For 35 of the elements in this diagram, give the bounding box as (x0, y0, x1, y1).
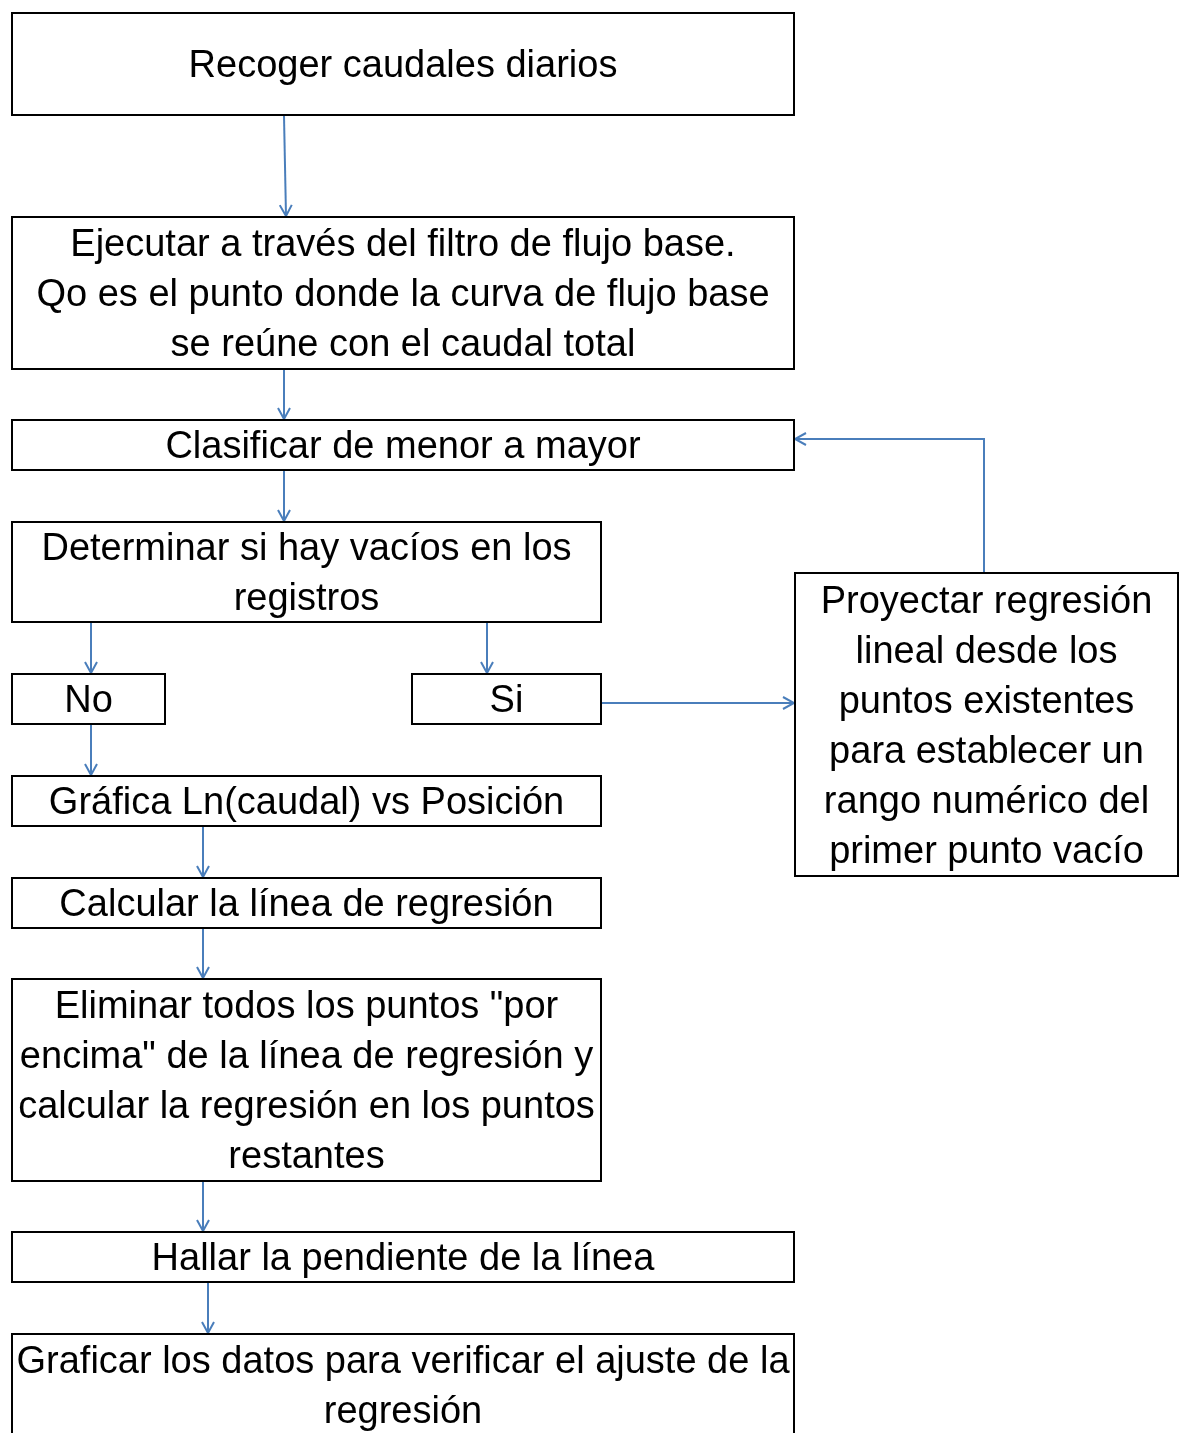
arrow (480, 622, 494, 674)
process-box (11, 673, 166, 725)
arrow (201, 1282, 215, 1334)
process-box (11, 216, 795, 370)
arrow (196, 826, 210, 878)
box-label: No (64, 677, 113, 722)
box-label: Clasificar de menor a mayor (165, 423, 641, 468)
arrow (601, 696, 795, 710)
arrow (794, 432, 985, 573)
box-label: Si (489, 677, 524, 722)
box-label: Hallar la pendiente de la línea (151, 1235, 655, 1280)
process-box (11, 521, 602, 623)
arrow (84, 622, 98, 674)
arrow (196, 928, 210, 979)
box-label: Calcular la línea de regresión (59, 881, 554, 926)
arrow (277, 470, 291, 522)
process-box (11, 12, 795, 116)
box-label: Determinar si hay vacíos en los registros (40, 525, 573, 620)
process-box (11, 1231, 795, 1283)
process-box (794, 572, 1179, 877)
arrow (84, 724, 98, 776)
arrow (277, 369, 291, 420)
arrow (278, 115, 293, 217)
box-label: Qo es el punto donde la curva de flujo base se reúne con el caudal total (35, 271, 771, 366)
process-box (411, 673, 602, 725)
process-box (11, 877, 602, 929)
box-label: Ejecutar a través del filtro de flujo base. (70, 221, 736, 266)
box-label: Proyectar regresión lineal desde los puntos existentes para establecer un rango numérico del primer punto vacío (819, 577, 1154, 873)
process-box (11, 419, 795, 471)
box-label: Recoger caudales diarios (188, 42, 618, 87)
box-label: Eliminar todos los puntos "por encima" de la línea de regresión y calcular la regresión en los puntos restantes (17, 983, 596, 1178)
arrow (196, 1181, 210, 1232)
process-box (11, 775, 602, 827)
box-label: Gráfica Ln(caudal) vs Posición (48, 779, 565, 824)
box-label: Graficar los datos para verificar el ajuste de la regresión (15, 1338, 791, 1433)
